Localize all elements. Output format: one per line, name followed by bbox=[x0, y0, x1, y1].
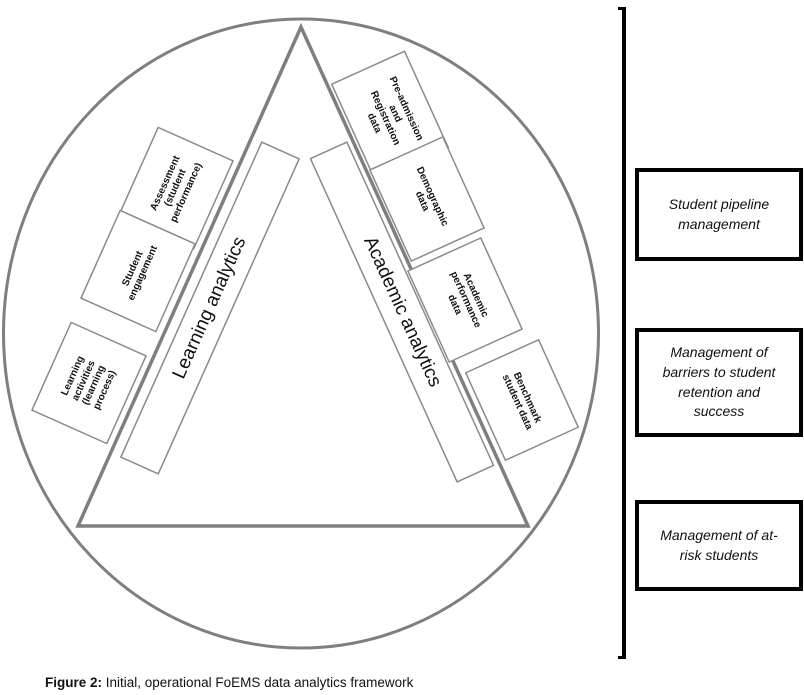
bracket-bottom-tick bbox=[618, 656, 626, 659]
figure-caption: Figure 2: Initial, operational FoEMS dat… bbox=[45, 675, 413, 690]
boxes-layer bbox=[30, 50, 580, 483]
outcome-barriers: Management of barriers to student retent… bbox=[635, 328, 803, 437]
demographic-box bbox=[368, 135, 486, 263]
benchmark-box bbox=[464, 338, 580, 462]
caption-prefix: Figure 2: bbox=[45, 675, 103, 690]
outcome-label: Student pipeline management bbox=[668, 195, 770, 232]
bracket-vertical bbox=[622, 7, 626, 659]
outer-circle bbox=[2, 17, 600, 650]
outcome-at-risk: Management of at- risk students bbox=[635, 500, 803, 591]
bracket-top-tick bbox=[618, 7, 626, 10]
engagement-box bbox=[79, 209, 197, 333]
outcome-student-pipeline: Student pipeline management bbox=[635, 168, 803, 261]
learning-analytics-bar bbox=[119, 141, 301, 475]
activities-box bbox=[30, 321, 148, 445]
caption-text: Initial, operational FoEMS data analytic… bbox=[102, 675, 414, 690]
outcome-label: Management of barriers to student retent… bbox=[662, 344, 776, 420]
academic-analytics-bar bbox=[309, 141, 495, 483]
outcome-label: Management of at- risk students bbox=[660, 526, 778, 563]
performance-box bbox=[406, 236, 524, 364]
